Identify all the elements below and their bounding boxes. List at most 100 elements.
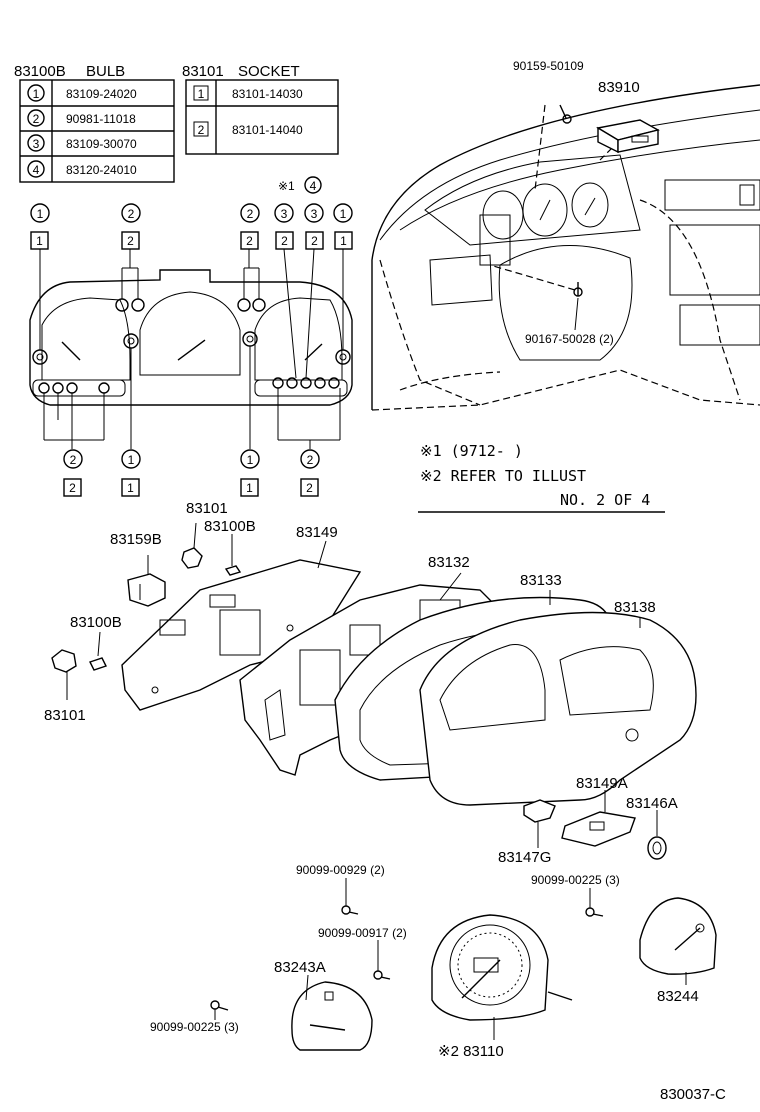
marker-circle: 2	[240, 203, 260, 223]
socket-part: 83101-14030	[232, 87, 303, 101]
svg-text:1: 1	[246, 481, 253, 495]
bottom-markers: 2 1 1 2 2 1 1 2	[63, 449, 320, 497]
part-label-83159B: 83159B	[110, 531, 162, 548]
screw-icon	[573, 282, 583, 297]
part-label-83244: 83244	[657, 988, 699, 1005]
marker-box: 1	[334, 231, 353, 250]
bulb-part: 90981-11018	[66, 112, 136, 126]
marker-circle: 1	[121, 449, 141, 469]
part-label-83149A: 83149A	[576, 775, 628, 792]
marker-box: 2	[121, 231, 140, 250]
svg-text:2: 2	[198, 123, 205, 137]
socket-table-label: SOCKET	[238, 63, 300, 80]
marker-box: 2	[305, 231, 324, 250]
part-label-83243A: 83243A	[274, 959, 326, 976]
figure-code: 830037-C	[660, 1086, 726, 1103]
marker-circle: 1	[333, 203, 353, 223]
svg-text:3: 3	[33, 137, 40, 151]
socket-part: 83101-14040	[232, 123, 303, 137]
marker-circle: 1	[240, 449, 260, 469]
bulb-table-code: 83100B	[14, 63, 66, 80]
cluster-front-view	[29, 248, 353, 449]
svg-text:1: 1	[128, 453, 135, 467]
socket-row-2: 2 83101-14040	[193, 121, 303, 137]
part-label-83133: 83133	[520, 572, 562, 589]
note-line-3: NO. 2 OF 4	[560, 491, 650, 509]
part-label-90099-00225-left: 90099-00225 (3)	[150, 1020, 239, 1034]
part-label-90099-00225-right: 90099-00225 (3)	[531, 873, 620, 887]
part-label-83149: 83149	[296, 524, 338, 541]
part-label-83101-left: 83101	[44, 707, 86, 724]
note-line-1: ※1 (9712- )	[420, 442, 523, 460]
marker-circle: 2	[121, 203, 141, 223]
part-label-83147G: 83147G	[498, 849, 551, 866]
marker-box: 1	[121, 478, 140, 497]
marker-circle: 1	[30, 203, 50, 223]
svg-text:2: 2	[246, 234, 253, 248]
svg-text:1: 1	[340, 234, 347, 248]
marker-box: 2	[275, 231, 294, 250]
part-label-90159-50109: 90159-50109	[513, 59, 584, 73]
svg-text:2: 2	[281, 234, 288, 248]
part-label-83110: ※2 83110	[438, 1043, 504, 1060]
socket-table-code: 83101	[182, 63, 224, 80]
connector-83910	[596, 119, 660, 154]
socket-row-1: 1 83101-14030	[193, 85, 303, 101]
marker-box: 2	[63, 478, 82, 497]
svg-text:3: 3	[281, 207, 288, 221]
bulb-part: 83109-24020	[66, 87, 137, 101]
exploded-cluster	[51, 522, 697, 860]
marker-box: 2	[300, 478, 319, 497]
svg-text:1: 1	[127, 481, 134, 495]
marker-box: 2	[240, 231, 259, 250]
bulb-part: 83120-24010	[66, 163, 137, 177]
svg-text:2: 2	[247, 207, 254, 221]
part-label-90099-00917: 90099-00917 (2)	[318, 926, 407, 940]
dashboard-view	[371, 84, 760, 411]
svg-text:4: 4	[33, 163, 40, 177]
part-label-83146A: 83146A	[626, 795, 678, 812]
screw-icon	[585, 907, 604, 917]
part-label-90167-50028: 90167-50028 (2)	[525, 332, 614, 346]
svg-text:1: 1	[247, 453, 254, 467]
bulb-table: 83100B BULB 1 83109-24020 2 90981-11018 …	[14, 63, 175, 183]
svg-text:2: 2	[128, 207, 135, 221]
svg-text:2: 2	[127, 234, 134, 248]
marker-circle: 3	[304, 203, 324, 223]
part-label-83100B-top: 83100B	[204, 518, 256, 535]
part-label-83138: 83138	[614, 599, 656, 616]
svg-text:1: 1	[33, 87, 40, 101]
bulb-row-3: 3 83109-30070	[27, 134, 137, 152]
marker-circle: 3	[274, 203, 294, 223]
gauges	[210, 878, 717, 1051]
svg-text:2: 2	[306, 481, 313, 495]
bulb-row-4: 4 83120-24010	[27, 160, 137, 178]
svg-text:1: 1	[340, 207, 347, 221]
marker-box: 1	[30, 231, 49, 250]
screw-icon	[341, 905, 359, 915]
part-label-83100B-left: 83100B	[70, 614, 122, 631]
top-markers: ※1 4 1 2 2 3 3 1 1 2 2 2 2 1	[30, 176, 353, 250]
part-label-90099-00929: 90099-00929 (2)	[296, 863, 385, 877]
notes: ※1 (9712- ) ※2 REFER TO ILLUST NO. 2 OF …	[418, 442, 665, 513]
marker-box: 1	[240, 478, 259, 497]
part-label-83101-top: 83101	[186, 500, 228, 517]
part-label-83132: 83132	[428, 554, 470, 571]
screw-icon	[210, 1000, 229, 1011]
part-label-83910: 83910	[598, 79, 640, 96]
bulb-table-label: BULB	[86, 63, 125, 80]
bulb-row-1: 1 83109-24020	[27, 84, 137, 102]
svg-text:1: 1	[198, 87, 205, 101]
marker-circle: 2	[63, 449, 83, 469]
svg-text:1: 1	[36, 234, 43, 248]
svg-text:2: 2	[70, 453, 77, 467]
screw-icon	[559, 104, 572, 124]
socket-table: 83101 SOCKET 1 83101-14030 2 83101-14040	[182, 63, 339, 155]
bulb-part: 83109-30070	[66, 137, 137, 151]
svg-text:2: 2	[307, 453, 314, 467]
svg-text:2: 2	[33, 112, 40, 126]
svg-text:2: 2	[69, 481, 76, 495]
marker-circle: 2	[300, 449, 320, 469]
screw-icon	[373, 970, 391, 980]
